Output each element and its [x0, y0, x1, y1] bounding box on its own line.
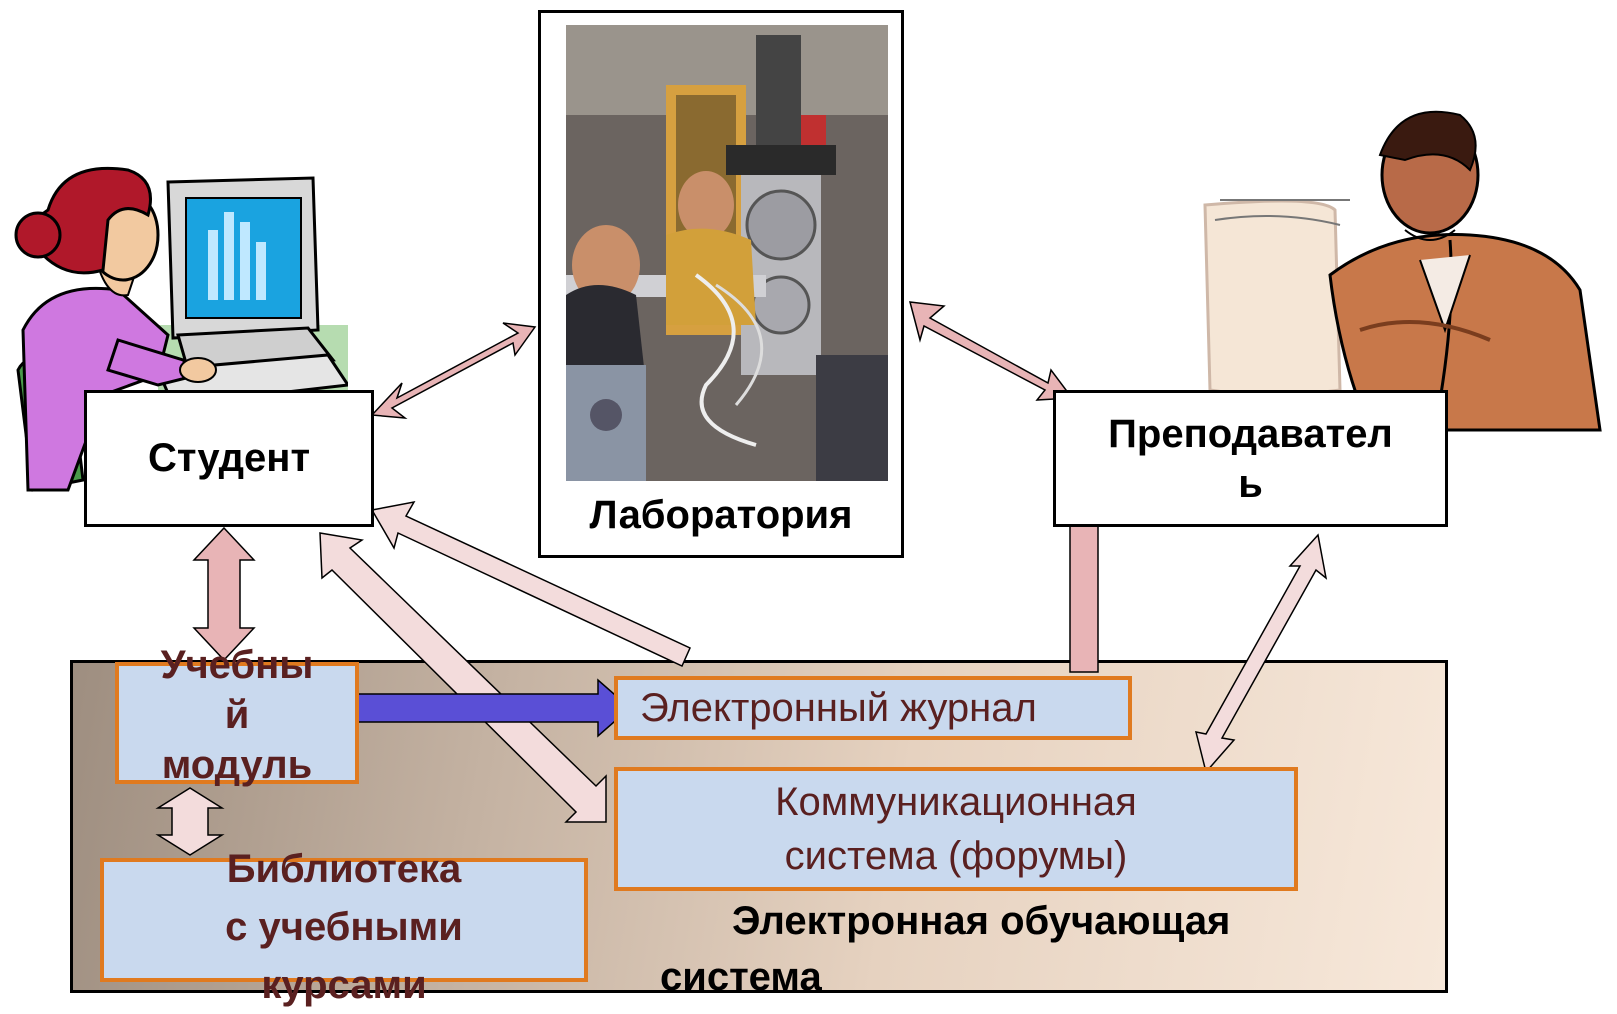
elearning-system-label: Электронная обучающая система	[660, 893, 1420, 1005]
teacher-label-line1: Преподавател	[1108, 411, 1393, 456]
module-line3: модуль	[161, 743, 313, 787]
ejournal-node: Электронный журнал	[614, 676, 1132, 740]
arrow-teacher-journal	[1069, 519, 1099, 673]
elearning-line2: система	[660, 955, 822, 999]
teacher-node: Преподавател ь	[1053, 390, 1448, 527]
laboratory-label: Лаборатория	[589, 492, 853, 537]
ejournal-label: Электронный журнал	[640, 685, 1037, 730]
laboratory-photo	[566, 25, 888, 481]
arrow-student-comm	[319, 532, 607, 823]
student-node: Студент	[84, 390, 374, 527]
comm-line2: система (форумы)	[784, 834, 1128, 878]
arrow-teacher-comm	[1194, 533, 1328, 774]
arrow-student-module	[192, 526, 256, 662]
arrow-journal-student	[370, 500, 691, 668]
arrow-student-lab	[370, 322, 537, 419]
library-line2: с учебными	[225, 905, 463, 949]
student-label: Студент	[147, 436, 311, 480]
comm-system-node: Коммуникационная система (форумы)	[614, 767, 1298, 891]
library-node	[100, 858, 588, 982]
laboratory-node: Лаборатория	[541, 485, 901, 545]
module-line2: й	[224, 693, 250, 737]
library-line3: курсами	[261, 963, 427, 1007]
elearning-line1: Электронная обучающая	[732, 899, 1231, 943]
arrow-lab-teacher	[908, 301, 1074, 401]
module-line1: Учебны	[160, 643, 314, 687]
learning-module-label: Учебны й модуль	[115, 640, 359, 790]
learning-module-node	[115, 662, 359, 784]
library-label: Библиотека с учебными курсами	[100, 840, 588, 1014]
comm-line1: Коммуникационная	[775, 780, 1137, 824]
teacher-label-line2: ь	[1238, 461, 1263, 506]
arrow-module-library	[155, 787, 225, 856]
library-line1: Библиотека	[226, 847, 462, 891]
